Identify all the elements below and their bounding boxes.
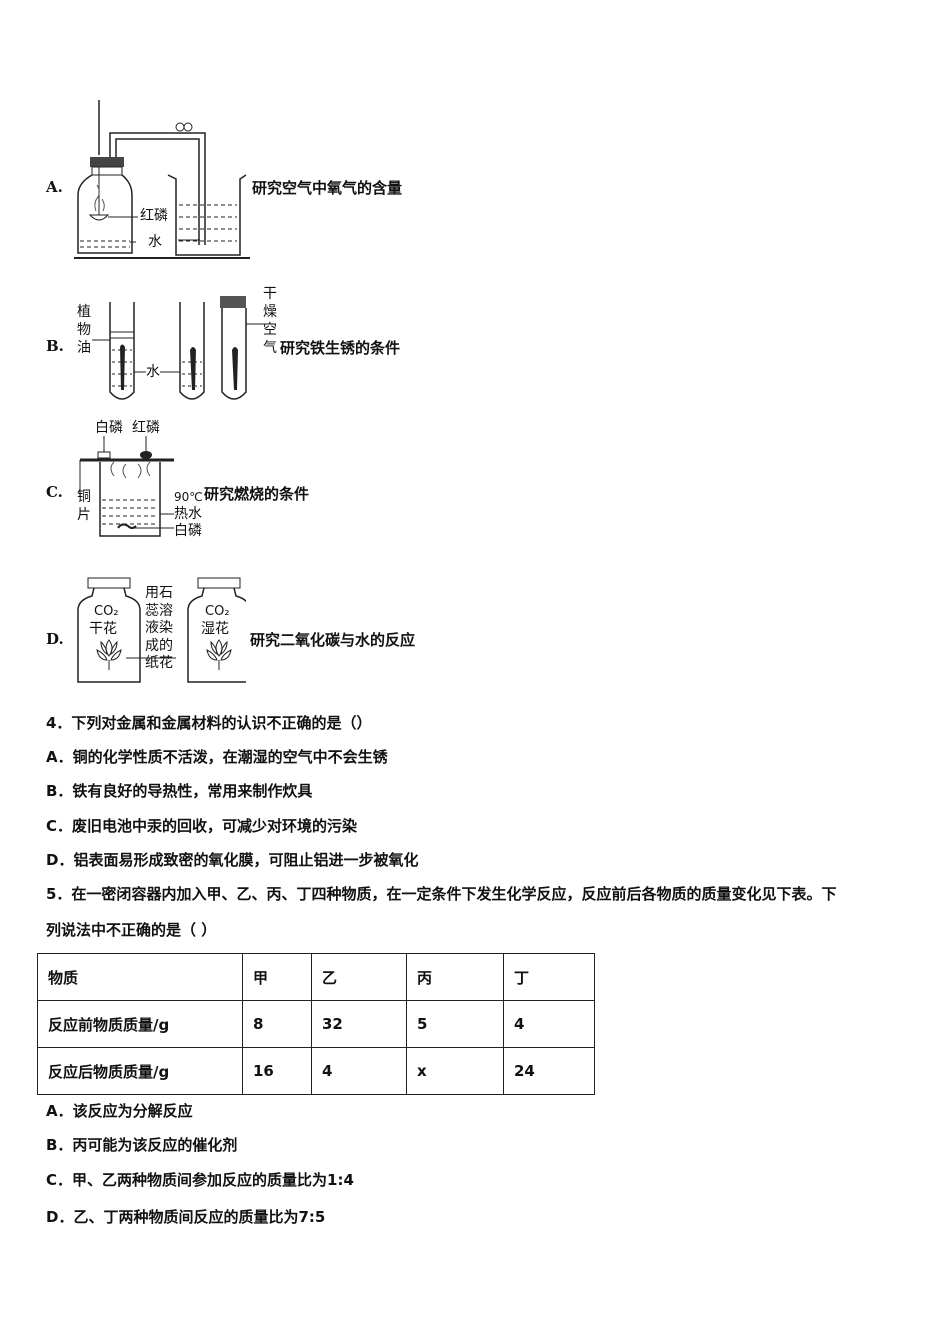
table-header-cell: 丁 — [503, 953, 595, 1001]
label-hot-water: 热水 — [174, 506, 202, 522]
combustion-apparatus-figure — [79, 436, 174, 537]
table-row: 反应前物质质量/g 8 32 5 4 — [37, 1000, 595, 1048]
q5-stem-line1: 5．在一密闭容器内加入甲、乙、丙、丁四种物质，在一定条件下发生化学反应，反应前后… — [46, 885, 837, 903]
q4-option-d: D．铝表面易形成致密的氧化膜，可阻止铝进一步被氧化 — [46, 851, 419, 869]
table-row: 反应后物质质量/g 16 4 x 24 — [37, 1047, 595, 1095]
label-red-phosphorus-top: 红磷 — [132, 420, 160, 436]
option-c-caption: 研究燃烧的条件 — [204, 485, 310, 503]
q5-option-b: B．丙可能为该反应的催化剂 — [46, 1136, 238, 1154]
label-red-phosphorus: 红磷 — [140, 208, 168, 224]
label-dry-flower: 干花 — [89, 621, 117, 637]
table-header-cell: 丙 — [406, 953, 504, 1001]
q5-option-c: C．甲、乙两种物质间参加反应的质量比为1:4 — [46, 1171, 354, 1189]
q4-option-a: A．铜的化学性质不活泼，在潮湿的空气中不会生锈 — [46, 748, 388, 766]
label-water-b: 水 — [146, 364, 160, 380]
table-cell: 反应后物质质量/g — [37, 1047, 243, 1095]
label-plant-oil: 植物油 — [77, 304, 91, 356]
label-copper-sheet: 铜片 — [77, 489, 91, 523]
table-cell: 反应前物质质量/g — [37, 1000, 243, 1048]
table-header-row: 物质 甲 乙 丙 丁 — [37, 953, 595, 1001]
mass-change-table: 物质 甲 乙 丙 丁 反应前物质质量/g 8 32 5 4 反应后物质质量/g … — [37, 953, 595, 1095]
label-litmus-paper-flower: 用石蕊溶液染成的纸花 — [145, 585, 173, 671]
table-cell: 24 — [503, 1047, 595, 1095]
label-dry-air: 干燥空气 — [263, 286, 277, 356]
option-b-label: B. — [46, 337, 64, 355]
table-cell: 4 — [311, 1047, 407, 1095]
table-cell: 5 — [406, 1000, 504, 1048]
iron-rust-tubes-figure — [92, 296, 264, 400]
table-header-cell: 物质 — [37, 953, 243, 1001]
label-white-phosphorus-top: 白磷 — [95, 420, 123, 436]
label-co2-left: CO₂ — [94, 604, 119, 619]
q5-stem-line2: 列说法中不正确的是（ ） — [46, 921, 217, 939]
option-d-label: D. — [46, 630, 64, 648]
table-cell: 32 — [311, 1000, 407, 1048]
q4-stem: 4．下列对金属和金属材料的认识不正确的是（） — [46, 714, 372, 732]
option-d-caption: 研究二氧化碳与水的反应 — [250, 631, 416, 649]
label-co2-right: CO₂ — [205, 604, 230, 619]
co2-bottles-figure — [77, 577, 246, 683]
option-b-caption: 研究铁生锈的条件 — [280, 339, 401, 357]
option-a-caption: 研究空气中氧气的含量 — [252, 179, 403, 197]
table-cell: x — [406, 1047, 504, 1095]
label-wet-flower: 湿花 — [201, 621, 229, 637]
label-90c: 90℃ — [174, 490, 203, 504]
q5-option-a: A．该反应为分解反应 — [46, 1102, 193, 1120]
q4-option-c: C．废旧电池中汞的回收，可减少对环境的污染 — [46, 817, 358, 835]
option-c-label: C. — [46, 483, 63, 501]
label-white-phosphorus-bottom: 白磷 — [174, 523, 202, 539]
table-cell: 4 — [503, 1000, 595, 1048]
label-water: 水 — [148, 234, 162, 250]
q5-option-d: D．乙、丁两种物质间反应的质量比为7:5 — [46, 1208, 326, 1226]
q4-option-b: B．铁有良好的导热性，常用来制作炊具 — [46, 782, 313, 800]
table-cell: 8 — [242, 1000, 312, 1048]
option-a-label: A. — [46, 178, 63, 196]
table-cell: 16 — [242, 1047, 312, 1095]
table-header-cell: 甲 — [242, 953, 312, 1001]
table-header-cell: 乙 — [311, 953, 407, 1001]
oxygen-content-apparatus-figure — [74, 100, 250, 259]
